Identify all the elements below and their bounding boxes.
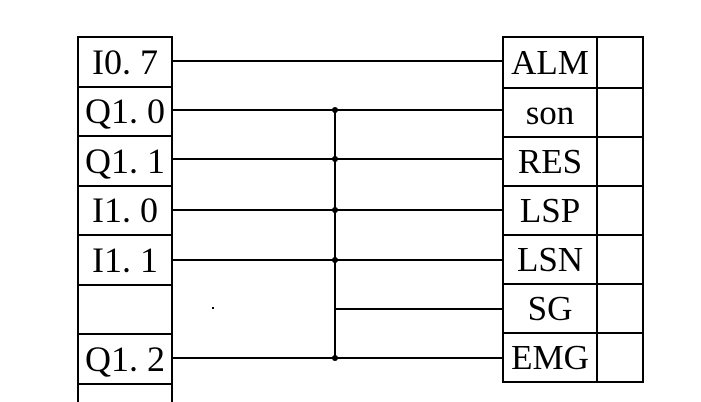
terminal-value-lsn [596, 236, 642, 283]
terminal-label-res: RES [517, 142, 583, 181]
plc-address-cell-i0-7: I0. 7 [79, 36, 171, 86]
terminal-row-lsp: LSP [504, 185, 642, 234]
terminal-value-lsp [596, 187, 642, 234]
junction-dot-lsp [332, 207, 338, 213]
wire-i0-7-to-alm [171, 60, 502, 62]
plc-address-cell-q1-1: Q1. 1 [79, 135, 171, 185]
terminal-value-son [596, 89, 642, 136]
terminal-row-emg: EMG [504, 332, 642, 381]
terminal-value-res [596, 138, 642, 185]
plc-address-cell-empty-1 [79, 283, 171, 334]
terminal-label-lsp: LSP [519, 191, 581, 230]
junction-dot-res [332, 156, 338, 162]
wire-bus-to-sg [335, 308, 502, 310]
terminal-row-sg: SG [504, 283, 642, 332]
terminal-label-lsn: LSN [516, 240, 584, 279]
terminal-value-alm [596, 38, 642, 87]
terminal-label-emg: EMG [511, 338, 589, 377]
plc-address-cell-i1-0: I1. 0 [79, 184, 171, 235]
plc-address-table: I0. 7 Q1. 0 Q1. 1 I1. 0 I1. 1 Q1. 2 [77, 36, 173, 402]
plc-address-cell-q1-0: Q1. 0 [79, 85, 171, 136]
bus-line [334, 109, 336, 359]
terminal-value-sg [596, 285, 642, 332]
servo-terminal-table: ALM son RES LSP LSN SG EMG [502, 36, 644, 383]
terminal-value-emg [596, 334, 642, 381]
terminal-row-res: RES [504, 136, 642, 185]
terminal-label-alm: ALM [511, 43, 589, 82]
junction-dot-lsn [332, 257, 338, 263]
plc-address-cell-q1-2: Q1. 2 [79, 333, 171, 383]
terminal-label-son: son [525, 93, 575, 132]
terminal-row-alm: ALM [504, 38, 642, 87]
terminal-row-son: son [504, 87, 642, 136]
stray-speck [212, 307, 214, 309]
plc-address-cell-empty-2 [79, 382, 171, 402]
terminal-label-sg: SG [527, 289, 573, 328]
plc-address-cell-i1-1: I1. 1 [79, 234, 171, 284]
junction-dot-emg [332, 355, 338, 361]
terminal-row-lsn: LSN [504, 234, 642, 283]
junction-dot-son [332, 107, 338, 113]
